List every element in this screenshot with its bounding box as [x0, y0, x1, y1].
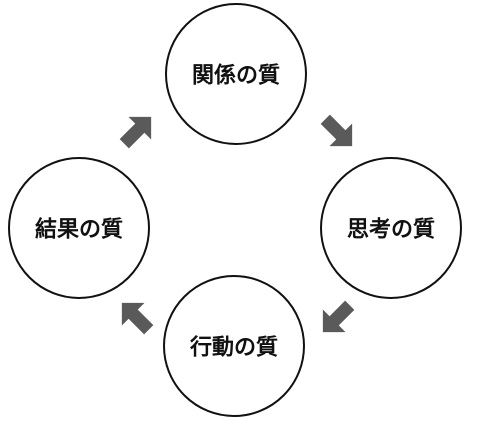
node-action: 行動の質: [163, 275, 305, 417]
arrow-down-left-icon: [311, 293, 362, 344]
arrow-action-to-result: [110, 291, 161, 342]
arrow-up-left-icon: [110, 291, 161, 342]
node-action-circle: [163, 275, 305, 417]
node-relationship-label: 関係の質: [192, 64, 280, 89]
node-result: 結果の質: [8, 157, 150, 299]
node-thinking-circle: [320, 157, 462, 299]
node-thinking-label: 思考の質: [347, 218, 435, 243]
node-action-label: 行動の質: [189, 335, 278, 361]
node-thinking: 思考の質: [320, 157, 462, 299]
node-result-circle: [8, 157, 150, 299]
node-relationship-circle: [165, 3, 307, 145]
arrow-thinking-to-action: [311, 293, 362, 344]
arrow-result-to-relationship: [112, 105, 163, 156]
node-result-label: 結果の質: [35, 217, 123, 243]
arrow-up-right-icon: [112, 105, 163, 156]
arrow-relationship-to-thinking: [313, 107, 364, 158]
node-relationship: 関係の質: [165, 3, 307, 145]
arrow-down-right-icon: [313, 107, 364, 158]
